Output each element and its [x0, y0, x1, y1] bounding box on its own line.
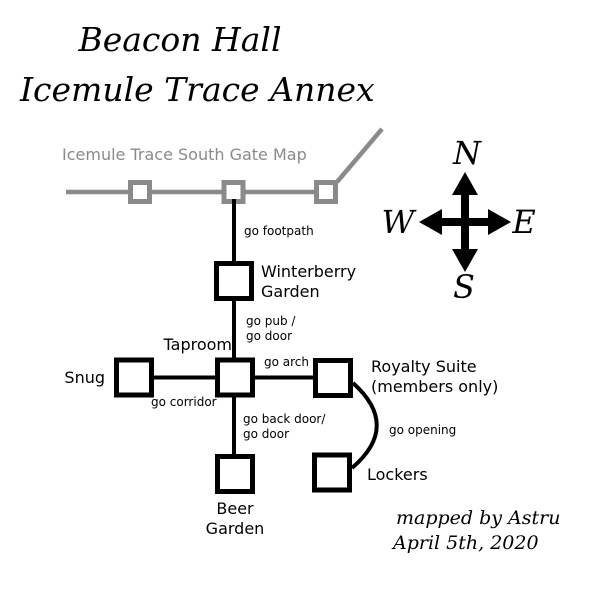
compass-west-label: W — [381, 203, 415, 241]
room-label-royalty-line2: (members only) — [371, 377, 499, 396]
compass-west-arrowhead — [419, 209, 442, 235]
room-label-lockers: Lockers — [367, 465, 428, 484]
linked-map-room-west — [128, 180, 152, 204]
exit-label-footpath: go footpath — [244, 224, 314, 238]
linked-map-room-gate — [221, 180, 246, 204]
compass-south-arrowhead — [452, 249, 478, 272]
compass-east-arrowhead — [488, 209, 511, 235]
exit-label-pub-line2: go door — [246, 329, 293, 343]
room-label-royalty-suite: Royalty Suite (members only) — [371, 357, 498, 397]
room-lockers-box — [312, 452, 352, 493]
room-label-beer-garden-line2: Garden — [205, 519, 265, 538]
exit-label-back-door-line2: go door — [243, 427, 290, 441]
exit-label-back-door: go back door/ go door — [243, 412, 325, 442]
room-label-beer-garden-line1: Beer — [216, 499, 254, 518]
room-label-winterberry-garden: Winterberry Garden — [261, 262, 356, 302]
room-winterberry-garden-box — [214, 261, 254, 301]
room-label-winterberry-line1: Winterberry — [261, 262, 357, 281]
exit-label-arch: go arch — [264, 355, 309, 369]
linked-map-diagonal-path — [335, 127, 384, 184]
room-royalty-suite-box — [313, 358, 353, 398]
exit-label-pub: go pub / go door — [246, 314, 295, 344]
linked-map-paths — [66, 127, 384, 204]
annex-rooms — [114, 261, 353, 494]
exit-label-corridor: go corridor — [151, 395, 217, 409]
map-title-line1: Beacon Hall — [78, 20, 282, 59]
compass-north-label: N — [453, 134, 481, 172]
compass-rose-icon — [419, 172, 511, 272]
linked-map-room-east — [314, 180, 338, 204]
room-label-taproom: Taproom — [163, 335, 232, 354]
room-label-royalty-line1: Royalty Suite — [371, 357, 477, 376]
path-opening-arc — [350, 381, 379, 470]
room-beer-garden-box — [215, 454, 255, 494]
credit-line1: mapped by Astru — [396, 507, 561, 529]
compass-north-arrowhead — [452, 172, 478, 195]
credit-line2: April 5th, 2020 — [393, 532, 539, 554]
exit-label-pub-line1: go pub / — [246, 314, 296, 328]
compass-south-label: S — [453, 268, 475, 306]
room-taproom-box — [215, 357, 255, 398]
room-label-snug: Snug — [64, 368, 105, 387]
room-label-beer-garden: Beer Garden — [175, 499, 295, 539]
linked-map-title: Icemule Trace South Gate Map — [62, 145, 307, 164]
exit-label-back-door-line1: go back door/ — [243, 412, 326, 426]
room-label-winterberry-line2: Garden — [261, 282, 320, 301]
room-snug-box — [114, 357, 154, 398]
exit-label-opening: go opening — [389, 423, 457, 437]
map-title-line2: Icemule Trace Annex — [20, 70, 375, 109]
compass-east-label: E — [512, 203, 536, 241]
